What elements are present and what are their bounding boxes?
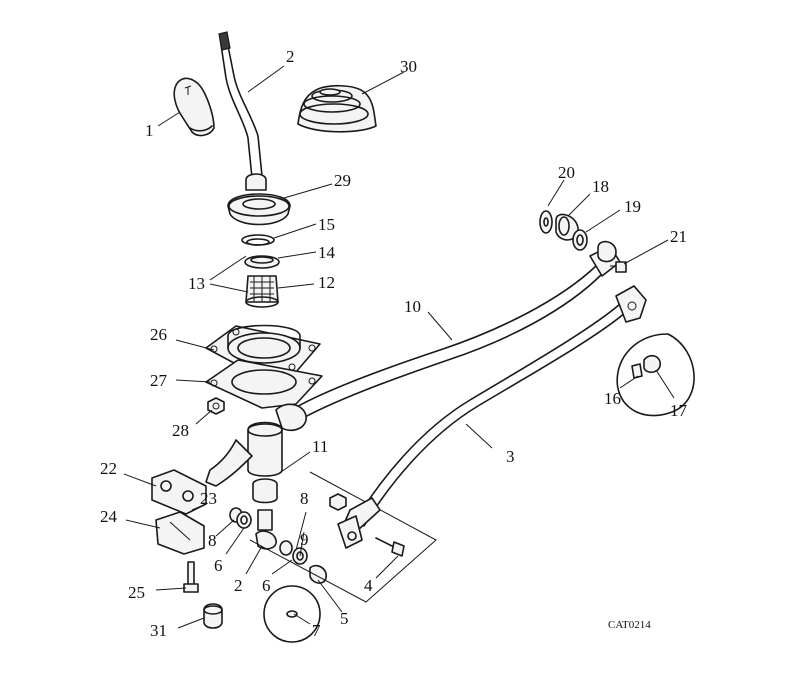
detail-clip-view — [616, 333, 695, 417]
callout-1: 1 — [145, 121, 154, 140]
callout-26: 26 — [150, 325, 167, 344]
callout-20: 20 — [558, 163, 575, 182]
shift-rod — [355, 285, 647, 527]
callout-12: 12 — [318, 273, 335, 292]
callout-3: 3 — [506, 447, 515, 466]
leader-lines — [123, 65, 675, 629]
callout-25: 25 — [128, 583, 145, 602]
gear-knob — [173, 77, 215, 137]
callout-7: 7 — [312, 621, 321, 640]
callout-4: 4 — [364, 576, 373, 595]
callout-22: 22 — [100, 459, 117, 478]
callout-21: 21 — [670, 227, 687, 246]
callout-17: 17 — [670, 401, 688, 420]
callout-8-right: 8 — [300, 489, 309, 508]
callout-15: 15 — [318, 215, 335, 234]
bush — [203, 603, 223, 629]
gear-lever — [218, 31, 267, 191]
callout-13: 13 — [188, 274, 205, 293]
gasket — [205, 359, 323, 409]
callout-14: 14 — [318, 243, 336, 262]
callout-31: 31 — [150, 621, 167, 640]
gear-gaiter — [297, 84, 377, 133]
callout-9: 9 — [300, 530, 309, 549]
callout-29: 29 — [334, 171, 351, 190]
callout-2: 2 — [286, 47, 295, 66]
callout-19: 19 — [624, 197, 641, 216]
detail-circle-7 — [263, 585, 321, 643]
detail-box — [249, 471, 437, 603]
boot-retainer — [227, 193, 291, 226]
callout-2-lower: 2 — [234, 576, 243, 595]
callout-10: 10 — [404, 297, 421, 316]
callout-30: 30 — [400, 57, 417, 76]
callout-27: 27 — [150, 371, 168, 390]
rod-end-bushings — [539, 210, 627, 273]
callout-6-right: 6 — [262, 576, 271, 595]
callout-24: 24 — [100, 507, 118, 526]
callout-18: 18 — [592, 177, 609, 196]
callout-23: 23 — [200, 489, 217, 508]
callout-28: 28 — [172, 421, 189, 440]
callout-5: 5 — [340, 609, 349, 628]
callout-11: 11 — [312, 437, 328, 456]
spring-and-rings — [241, 234, 280, 308]
mounting-bracket — [151, 469, 207, 593]
callout-6-left: 6 — [214, 556, 223, 575]
callout-labels: 1 2 30 29 15 14 13 12 20 18 19 21 10 26 … — [100, 47, 688, 640]
lever-housing — [205, 421, 283, 531]
callout-16: 16 — [604, 389, 621, 408]
diagram-code: CAT0214 — [608, 619, 651, 631]
bushes-lower — [229, 507, 327, 584]
callout-8-left: 8 — [208, 531, 217, 550]
